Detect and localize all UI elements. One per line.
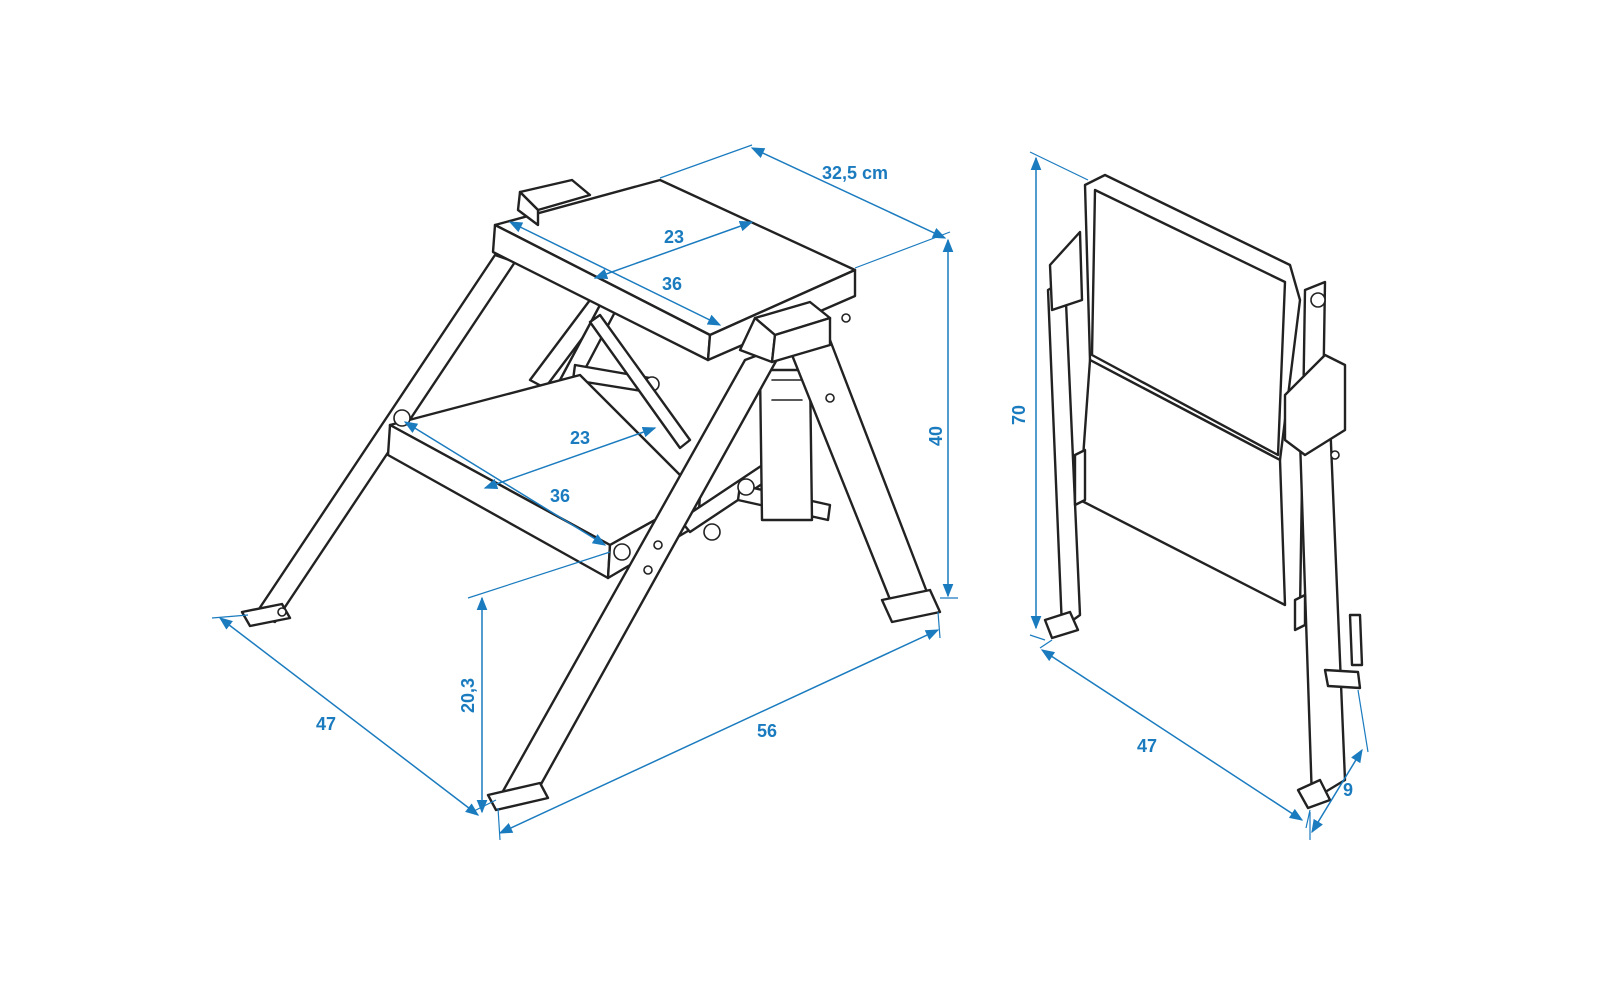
label-open-height: 40 [926,426,946,446]
label-lower-step-length: 36 [550,486,570,506]
folded-stool-drawing [1043,173,1364,810]
label-lower-step-width: 23 [570,428,590,448]
label-top-step-width: 23 [664,227,684,247]
label-top-depth: 32,5 cm [822,163,888,183]
label-top-step-length: 36 [662,274,682,294]
label-open-depth: 47 [316,714,336,734]
label-folded-height: 70 [1009,405,1029,425]
label-open-width: 56 [757,721,777,741]
dimension-lines [211,144,1369,841]
label-folded-thickness: 9 [1343,780,1353,800]
label-lower-step-height: 20,3 [458,678,478,713]
label-folded-width: 47 [1137,736,1157,756]
